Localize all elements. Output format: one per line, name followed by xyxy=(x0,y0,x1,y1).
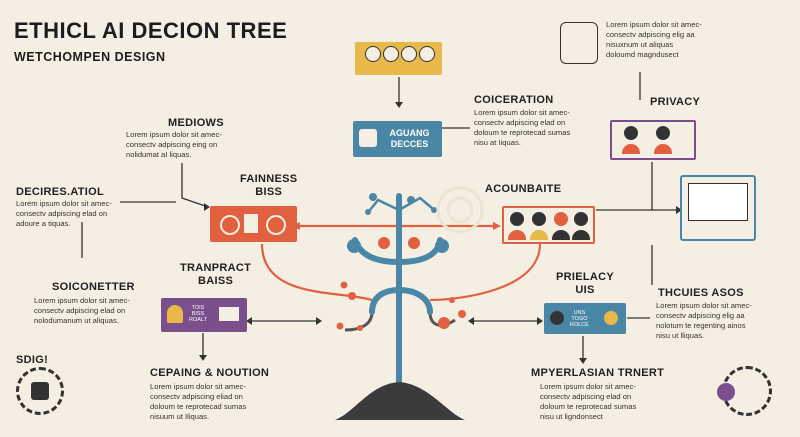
envelope-icon xyxy=(219,307,239,321)
person-icon xyxy=(550,311,564,325)
mediows-text: Lorem ipsum dolor sit amec- consectv adp… xyxy=(126,130,222,159)
ceping-heading: CEPAING & NOUTION xyxy=(150,367,270,379)
person-icon xyxy=(510,212,524,226)
acounbaite-heading: ACOUNBAITE xyxy=(485,183,562,195)
person-body xyxy=(654,144,672,154)
decires-heading: DECIRES.ATIOL xyxy=(16,186,105,198)
myerlasian-text: Lorem ipsum dolor sit amec- consectv adp… xyxy=(540,382,637,421)
gear-icon xyxy=(266,215,286,235)
person-body xyxy=(572,230,590,240)
tranpract-box-label: TOIS BISS ROALT xyxy=(189,305,207,323)
coiceration-heading: COICERATION xyxy=(474,94,554,106)
mediows-heading: MEDIOWS xyxy=(168,117,224,129)
soiconetter-text: Lorem ipsum dolor sit amec- consectv adp… xyxy=(34,296,130,325)
thcuies-text: Lorem ipsum dolor sit amec- consectv adp… xyxy=(656,301,752,340)
top-right-text: Lorem ipsum dolor sit amec- consectv adp… xyxy=(606,20,702,59)
laptop-icon xyxy=(680,175,756,241)
privacy-heading: PRIVACY xyxy=(650,96,701,108)
center-decision-box: AGUANG DECCES xyxy=(353,121,442,157)
fairness-box xyxy=(210,206,297,242)
person-icon xyxy=(383,46,399,62)
robot-hands-icon xyxy=(560,22,598,64)
person-body xyxy=(622,144,640,154)
person-icon xyxy=(365,46,381,62)
person-icon xyxy=(656,126,670,140)
fairness-heading: FAINNESS BISS xyxy=(240,173,298,198)
person-icon xyxy=(532,212,546,226)
acounbaite-box xyxy=(502,206,595,244)
prielacy-box-label: UNS TOGO ROLCE xyxy=(570,310,589,328)
person-body xyxy=(552,230,570,240)
person-icon xyxy=(717,383,735,401)
sdig-heading: SDIG! xyxy=(16,354,49,366)
gear-center xyxy=(31,382,49,400)
privacy-box xyxy=(610,120,696,160)
chart-screen xyxy=(688,183,748,221)
coiceration-text: Lorem ipsum dolor sit amec- consectv adp… xyxy=(474,108,571,147)
gear-icon xyxy=(717,366,772,416)
center-icon xyxy=(359,129,377,147)
tranpract-heading: TRANPRACT BAISS xyxy=(180,262,252,287)
page-title: ETHICL AI DECION TREE xyxy=(14,18,288,43)
document-icon xyxy=(244,214,258,233)
person-body xyxy=(508,230,526,240)
thcuies-heading: THCUIES ASOS xyxy=(658,287,744,299)
tranpract-box: TOIS BISS ROALT xyxy=(161,298,247,332)
prielacy-heading: PRIELACY UIS xyxy=(556,271,615,296)
soiconetter-heading: SOICONETTER xyxy=(52,281,135,293)
person-icon xyxy=(604,311,618,325)
gear-icon xyxy=(220,215,240,235)
person-icon xyxy=(419,46,435,62)
person-icon xyxy=(624,126,638,140)
prielacy-box: UNS TOGO ROLCE xyxy=(544,303,626,334)
myerlasian-heading: MPYERLASIAN TRNERT xyxy=(531,367,665,379)
person-icon xyxy=(574,212,588,226)
person-body xyxy=(530,230,548,240)
person-icon xyxy=(554,212,568,226)
gear-cluster-icon xyxy=(16,367,64,415)
person-icon xyxy=(401,46,417,62)
decires-text: Lorem ipsum dolor sit amec- consectv adp… xyxy=(16,199,112,228)
ceping-text: Lorem ipsum dolor sit amec- consectv adp… xyxy=(150,382,247,421)
page-subtitle: WETCHOMPEN DESIGN xyxy=(14,50,166,64)
center-decision-label: AGUANG DECCES xyxy=(389,128,430,149)
team-illustration-box xyxy=(355,42,442,75)
person-icon xyxy=(167,305,183,323)
